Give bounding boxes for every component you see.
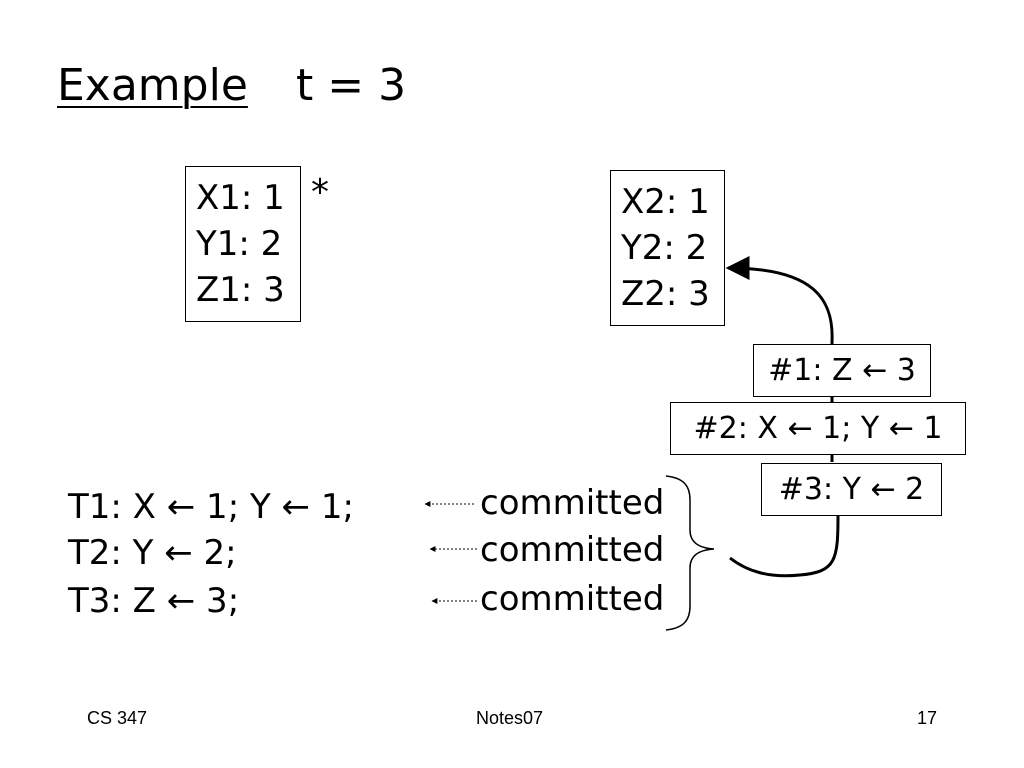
bracket-to-log-curve <box>729 514 840 578</box>
memory-copy-1-y: Y1: 2 <box>196 224 283 264</box>
slide-title: Example <box>57 60 248 111</box>
log-to-memory-arrow <box>725 256 834 343</box>
current-copy-marker: * <box>311 172 329 213</box>
memory-copy-2-x: X2: 1 <box>621 182 710 222</box>
time-label: t = 3 <box>296 60 407 111</box>
status-committed-t3: committed <box>480 579 665 619</box>
transaction-t2: T2: Y ← 2; <box>68 533 237 573</box>
footer-course: CS 347 <box>87 708 148 728</box>
transaction-t3: T3: Z ← 3; <box>68 581 240 621</box>
log-entry-2: #2: X ← 1; Y ← 1 <box>670 402 966 455</box>
status-committed-t2: committed <box>480 530 665 570</box>
memory-copy-2-box: X2: 1 Y2: 2 Z2: 3 <box>610 170 725 326</box>
log-entry-3: #3: Y ← 2 <box>761 463 942 516</box>
footer-page-number: 17 <box>917 708 938 728</box>
transaction-t1: T1: X ← 1; Y ← 1; <box>68 487 354 527</box>
memory-copy-2-z: Z2: 3 <box>621 274 710 314</box>
committed-brace <box>665 475 715 631</box>
footer-notes: Notes07 <box>476 708 544 728</box>
memory-copy-1-box: X1: 1 Y1: 2 Z1: 3 <box>185 166 301 322</box>
log-entry-1: #1: Z ← 3 <box>753 344 931 397</box>
memory-copy-1-z: Z1: 3 <box>196 270 285 310</box>
memory-copy-2-y: Y2: 2 <box>621 228 708 268</box>
status-committed-t1: committed <box>480 483 665 523</box>
memory-copy-1-x: X1: 1 <box>196 178 285 218</box>
